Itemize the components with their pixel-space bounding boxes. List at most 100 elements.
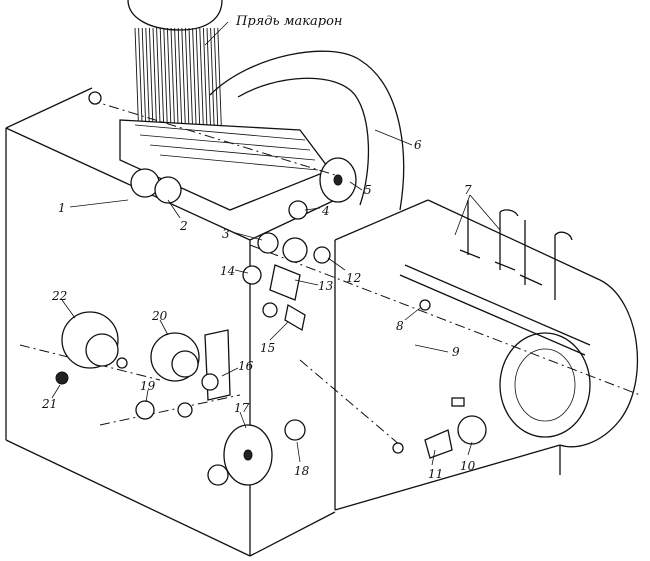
callout-labels: 1 2 3 4 5 6 7 8 9 10 11 12 13 14 15 16 1… [41,138,476,481]
pasta-strand [177,27,183,141]
pasta-strand [181,27,187,141]
pulley-16 [201,373,219,391]
callout-7: 7 [464,183,472,197]
sprocket-18 [284,419,306,441]
callout-4: 4 [321,204,330,218]
leader-5 [349,181,363,191]
callout-10: 10 [460,459,476,473]
leader-lines [51,21,501,466]
pasta-strands [127,0,223,141]
gear-4 [288,200,308,220]
roller-lower [262,302,278,318]
callout-18: 18 [294,464,310,478]
drive-train [19,91,641,486]
gear-19-right [177,402,193,418]
callout-15: 15 [260,341,275,355]
leader-8 [404,307,421,321]
pasta-strand [163,27,169,141]
pasta-rack-bars [459,249,543,286]
gear-12-left [282,237,308,263]
pasta-strand [152,27,158,141]
pasta-strand [206,27,212,141]
leader-title [204,21,229,46]
motors [55,311,200,385]
cutting-table-slats [134,124,319,171]
leader-1 [69,199,129,208]
gear-19 [135,400,155,420]
gear-12 [313,246,331,264]
leader-18 [296,441,301,463]
housing-bottom-edge [5,439,251,557]
leader-16 [221,367,239,377]
roller-8 [419,299,431,311]
flywheel-hub [243,449,253,461]
motor-22-face [85,333,119,367]
conveyor-drum [499,332,591,438]
leader-14 [234,269,249,274]
callout-5: 5 [364,183,372,197]
leader-4 [304,207,321,211]
housing-top-left-edge [5,87,93,129]
conveyor-assembly [334,199,638,511]
pasta-strand [166,27,172,141]
cutter-guard [209,50,405,211]
lever-13 [269,264,301,301]
leader-17 [239,411,247,429]
gear-14 [242,265,262,285]
gear-10 [457,415,487,445]
pasta-strand-label: Прядь макарон [235,14,342,29]
pasta-strand [174,27,180,141]
leader-15 [269,321,289,341]
callout-19: 19 [140,379,156,393]
conveyor-belt-lower [399,274,586,356]
leader-22 [61,299,76,319]
housing-bottom-right-edge [249,511,336,557]
conveyor-belt-top [404,264,591,346]
callout-22: 22 [51,289,67,303]
motor-20-face [171,350,199,378]
conveyor-drum-inner [514,348,576,422]
top-drive-shaft [89,99,336,176]
conveyor-bottom-edge [334,444,561,511]
cam-3 [257,232,279,254]
pasta-rack-uprights [467,200,556,300]
coupling-21 [55,371,69,385]
machine-housing [5,87,336,557]
leader-19 [145,389,149,403]
knife-disc-hub [333,174,343,186]
callout-21: 21 [41,397,57,411]
guard-arc [209,50,405,211]
callout-2: 2 [179,219,188,233]
coupling-11 [424,429,453,459]
callout-8: 8 [396,319,404,333]
pasta-strand [213,27,219,141]
diagonal-linkage [299,359,401,446]
guard-inner-arc [237,77,370,206]
cutting-head [119,119,357,211]
pasta-rack-hooks [499,209,573,241]
housing-top-front-edge [5,127,251,241]
bearing-11 [392,442,404,454]
pasta-strand [159,27,165,141]
main-drive-shaft [249,244,641,396]
lever-15 [284,303,306,332]
pasta-strand [184,27,190,141]
conveyor-top-back [427,199,601,281]
coupling-22 [116,357,128,369]
callout-9: 9 [452,345,460,359]
callout-13: 13 [318,279,334,293]
callout-12: 12 [346,271,361,285]
leader-11 [431,449,436,466]
conveyor-top-edge [334,199,429,241]
callout-20: 20 [151,309,168,323]
leader-21 [51,384,61,399]
pasta-strand [210,27,216,141]
pasta-strand [195,27,201,141]
leader-9 [414,344,449,353]
leader-20 [159,319,169,336]
callout-16: 16 [238,359,254,373]
gear-pair-right [154,176,182,204]
leader-6 [374,129,413,146]
